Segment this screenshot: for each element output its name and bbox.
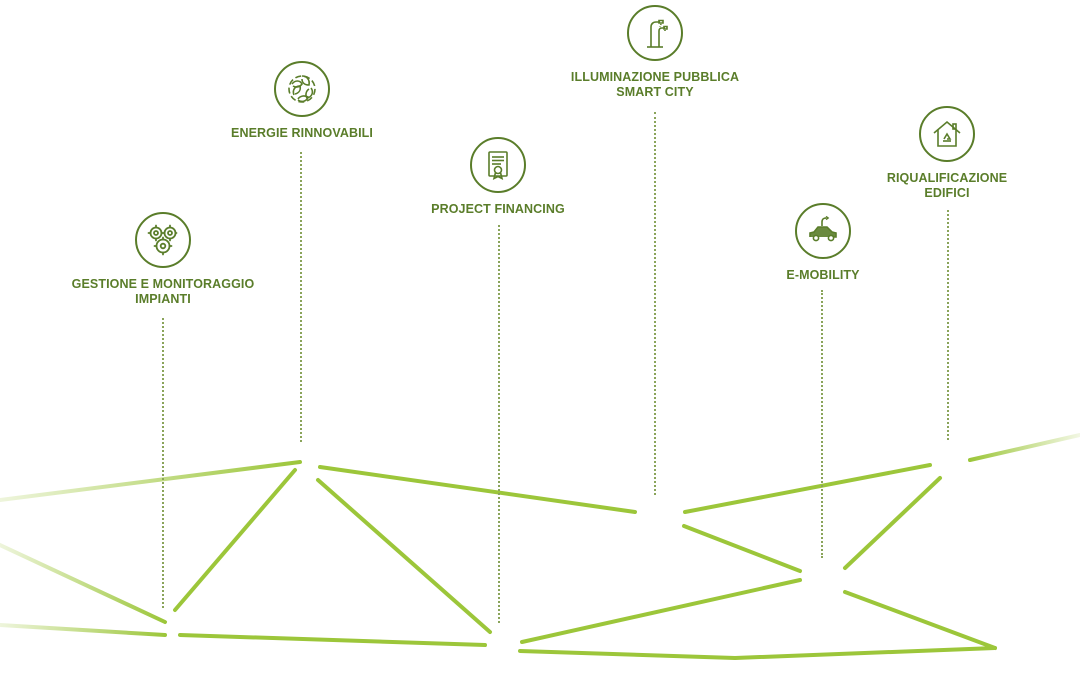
recycle-leaves-icon <box>274 61 330 117</box>
node-label: RIQUALIFICAZIONE EDIFICI <box>886 171 1008 200</box>
network-edge <box>683 463 932 514</box>
node-energie-rinnovabili: ENERGIE RINNOVABILI <box>162 61 442 141</box>
node-riqualificazione-edifici: RIQUALIFICAZIONE EDIFICI <box>807 106 1080 201</box>
node-label: ENERGIE RINNOVABILI <box>231 126 373 140</box>
network-edge <box>520 578 802 644</box>
connector-stem <box>947 210 949 440</box>
node-project-financing: PROJECT FINANCING <box>358 137 638 217</box>
network-edge <box>318 465 637 514</box>
node-label: PROJECT FINANCING <box>431 202 565 216</box>
network-edge <box>0 543 167 624</box>
network-edge <box>968 433 1080 462</box>
network-edge <box>178 633 487 647</box>
network-edge <box>518 649 737 660</box>
connector-stem <box>821 290 823 558</box>
connector-stem <box>300 152 302 442</box>
street-lamp-icon <box>627 5 683 61</box>
node-label: E-MOBILITY <box>786 268 860 282</box>
connector-stem <box>162 318 164 608</box>
node-gestione-monitoraggio: GESTIONE E MONITORAGGIO IMPIANTI <box>23 212 303 307</box>
node-label: ILLUMINAZIONE PUBBLICA SMART CITY <box>570 70 740 99</box>
network-edge <box>173 468 297 612</box>
network-edge <box>843 476 942 570</box>
network-edge <box>0 460 302 502</box>
electric-car-icon <box>795 203 851 259</box>
node-label: GESTIONE E MONITORAGGIO IMPIANTI <box>71 277 255 306</box>
node-e-mobility: E-MOBILITY <box>683 203 963 283</box>
eco-house-icon <box>919 106 975 162</box>
network-edge <box>733 646 997 660</box>
certificate-icon <box>470 137 526 193</box>
connector-stem <box>498 225 500 623</box>
connector-stem <box>654 112 656 495</box>
network-edge <box>843 590 997 650</box>
network-edge <box>682 524 802 573</box>
network-edge <box>316 478 492 634</box>
network-edge <box>0 623 167 637</box>
gears-icon <box>135 212 191 268</box>
node-illuminazione-pubblica: ILLUMINAZIONE PUBBLICA SMART CITY <box>515 5 795 100</box>
